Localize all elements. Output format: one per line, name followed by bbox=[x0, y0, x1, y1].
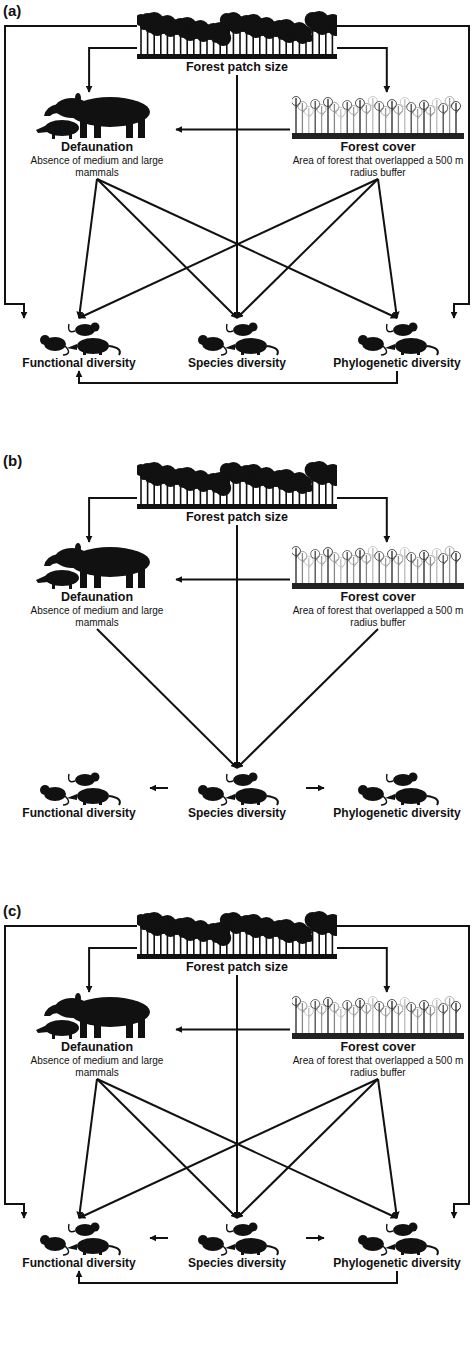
small-mammal-icon bbox=[33, 768, 125, 806]
arrow-connector bbox=[79, 179, 97, 318]
panel-label: (b) bbox=[3, 452, 22, 469]
diversity-node: Species diversity bbox=[168, 1218, 306, 1271]
arrow-connector bbox=[378, 1079, 397, 1218]
node-title: Forest cover bbox=[290, 1040, 466, 1055]
mammal-icon bbox=[22, 542, 172, 590]
diversity-node: Functional diversity bbox=[8, 768, 150, 821]
forest-icon bbox=[137, 454, 337, 510]
node-title: Forest cover bbox=[290, 140, 466, 155]
arrow-connector bbox=[79, 371, 397, 383]
small-mammal-icon bbox=[33, 1218, 125, 1256]
patch-size-node: Forest patch size bbox=[137, 904, 337, 975]
forest-icon bbox=[137, 4, 337, 60]
diversity-node: Phylogenetic diversity bbox=[324, 318, 470, 371]
node-title: Phylogenetic diversity bbox=[324, 806, 470, 821]
forest-cover-node: Forest coverArea of forest that overlapp… bbox=[290, 542, 466, 629]
arrow-connector bbox=[176, 129, 290, 131]
small-mammal-icon bbox=[191, 1218, 283, 1256]
arrow-connector bbox=[237, 179, 378, 318]
forest-cover-node: Forest coverArea of forest that overlapp… bbox=[290, 992, 466, 1079]
arrow-connector bbox=[97, 1079, 397, 1218]
node-description: Absence of medium and large mammals bbox=[18, 1055, 176, 1079]
arrow-connector bbox=[237, 1079, 378, 1218]
node-description: Absence of medium and large mammals bbox=[18, 155, 176, 179]
node-title: Phylogenetic diversity bbox=[324, 356, 470, 371]
forest-cover-icon bbox=[292, 542, 464, 590]
panel-label: (c) bbox=[3, 902, 21, 919]
arrow-connector bbox=[89, 498, 137, 542]
node-title: Forest cover bbox=[290, 590, 466, 605]
node-description: Area of forest that overlapped a 500 m r… bbox=[290, 1055, 466, 1079]
node-title: Species diversity bbox=[168, 1256, 306, 1271]
diversity-node: Functional diversity bbox=[8, 1218, 150, 1271]
mammal-icon bbox=[22, 992, 172, 1040]
defaunation-node: DefaunationAbsence of medium and large m… bbox=[18, 992, 176, 1079]
diversity-node: Functional diversity bbox=[8, 318, 150, 371]
node-title: Functional diversity bbox=[8, 356, 150, 371]
node-title: Forest patch size bbox=[137, 960, 337, 975]
forest-cover-icon bbox=[292, 992, 464, 1040]
forest-icon bbox=[137, 904, 337, 960]
arrow-connector bbox=[89, 48, 137, 92]
node-title: Functional diversity bbox=[8, 806, 150, 821]
patch-size-node: Forest patch size bbox=[137, 4, 337, 75]
node-title: Species diversity bbox=[168, 356, 306, 371]
arrow-connector bbox=[89, 948, 137, 992]
diversity-node: Species diversity bbox=[168, 318, 306, 371]
forest-cover-icon bbox=[292, 92, 464, 140]
arrow-connector bbox=[378, 179, 397, 318]
small-mammal-icon bbox=[33, 318, 125, 356]
node-description: Absence of medium and large mammals bbox=[18, 605, 176, 629]
arrow-connector bbox=[150, 1237, 168, 1239]
defaunation-node: DefaunationAbsence of medium and large m… bbox=[18, 542, 176, 629]
node-title: Defaunation bbox=[18, 590, 176, 605]
small-mammal-icon bbox=[191, 768, 283, 806]
small-mammal-icon bbox=[351, 318, 443, 356]
arrow-connector bbox=[337, 498, 387, 542]
panel-label: (a) bbox=[3, 2, 21, 19]
node-title: Forest patch size bbox=[137, 60, 337, 75]
arrow-connector bbox=[79, 179, 378, 318]
arrow-connector bbox=[97, 179, 237, 318]
node-title: Species diversity bbox=[168, 806, 306, 821]
defaunation-node: DefaunationAbsence of medium and large m… bbox=[18, 92, 176, 179]
arrow-connector bbox=[79, 1271, 397, 1283]
arrow-connector bbox=[306, 1237, 324, 1239]
node-title: Phylogenetic diversity bbox=[324, 1256, 470, 1271]
node-description: Area of forest that overlapped a 500 m r… bbox=[290, 155, 466, 179]
arrow-connector bbox=[337, 948, 387, 992]
arrow-connector bbox=[79, 1079, 97, 1218]
arrow-connector bbox=[337, 48, 387, 92]
node-description: Area of forest that overlapped a 500 m r… bbox=[290, 605, 466, 629]
arrow-connector bbox=[236, 975, 238, 1218]
arrow-connector bbox=[236, 75, 238, 318]
diversity-node: Species diversity bbox=[168, 768, 306, 821]
arrow-connector bbox=[97, 1079, 237, 1218]
diversity-node: Phylogenetic diversity bbox=[324, 768, 470, 821]
arrow-connector bbox=[97, 179, 397, 318]
small-mammal-icon bbox=[351, 768, 443, 806]
forest-cover-node: Forest coverArea of forest that overlapp… bbox=[290, 92, 466, 179]
arrow-connector bbox=[150, 787, 168, 789]
small-mammal-icon bbox=[351, 1218, 443, 1256]
node-title: Defaunation bbox=[18, 140, 176, 155]
arrow-connector bbox=[306, 787, 324, 789]
node-title: Defaunation bbox=[18, 1040, 176, 1055]
patch-size-node: Forest patch size bbox=[137, 454, 337, 525]
node-title: Functional diversity bbox=[8, 1256, 150, 1271]
arrow-connector bbox=[237, 629, 378, 768]
arrow-connector bbox=[79, 1079, 378, 1218]
small-mammal-icon bbox=[191, 318, 283, 356]
mammal-icon bbox=[22, 92, 172, 140]
arrow-connector bbox=[236, 525, 238, 768]
diversity-node: Phylogenetic diversity bbox=[324, 1218, 470, 1271]
node-title: Forest patch size bbox=[137, 510, 337, 525]
arrow-connector bbox=[176, 1029, 290, 1031]
arrow-connector bbox=[97, 629, 237, 768]
arrow-connector bbox=[176, 579, 290, 581]
